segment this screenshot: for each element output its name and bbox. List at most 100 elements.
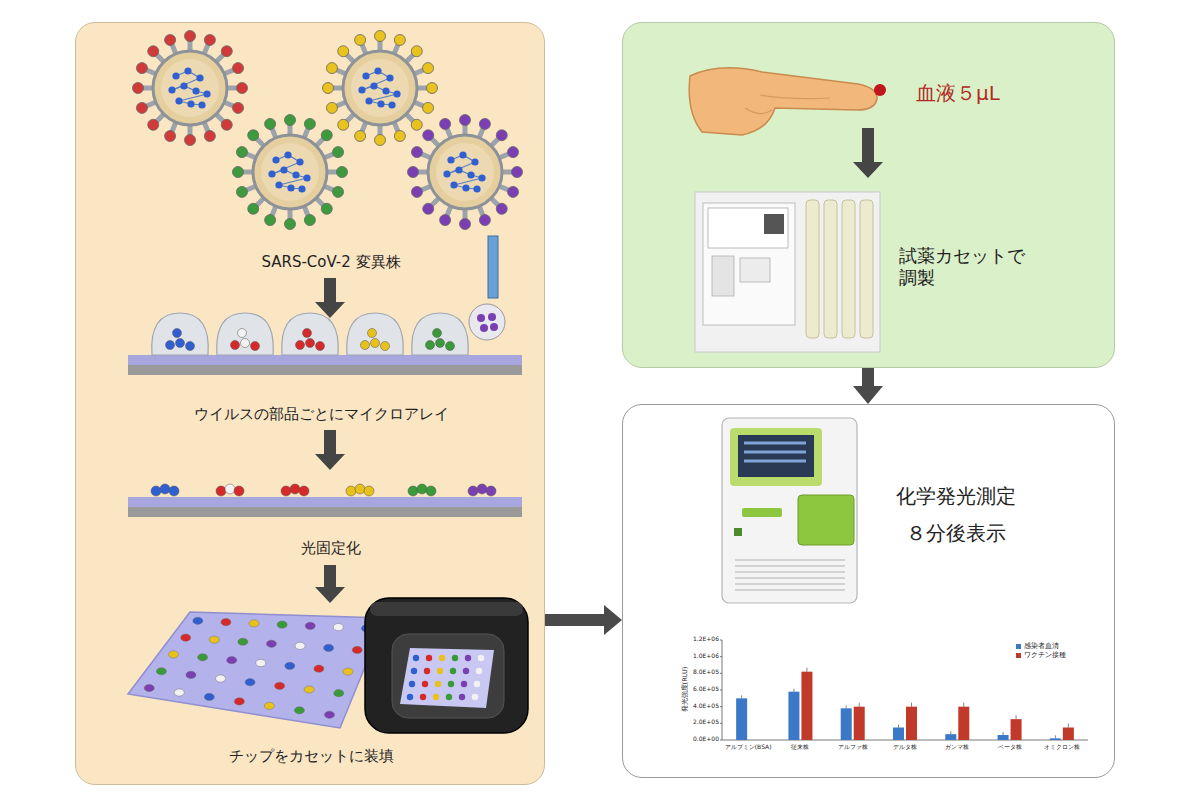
array-spot — [407, 694, 413, 700]
array-spot — [277, 621, 287, 628]
array-spot — [420, 694, 426, 700]
category-label: ガンマ株 — [931, 744, 983, 751]
array-spot — [227, 657, 237, 664]
spike-tip — [237, 83, 248, 94]
array-spot — [275, 682, 285, 689]
virus-core — [351, 59, 409, 117]
spike-stalk — [147, 70, 159, 75]
nucleocapsid — [298, 185, 305, 192]
array-spot — [234, 698, 244, 705]
virus-envelope — [343, 51, 417, 125]
chart-bar — [945, 734, 956, 740]
microarray-drop — [347, 313, 404, 355]
substrate-top — [128, 497, 522, 507]
array-spot — [343, 668, 353, 675]
array-chip — [128, 612, 385, 728]
spike-stalk — [378, 41, 383, 54]
protein-dot — [490, 323, 498, 331]
spike-tip — [496, 203, 507, 214]
nucleocapsid — [184, 67, 191, 74]
spike-tip — [148, 119, 159, 130]
spike-tip — [423, 63, 434, 74]
array-spot — [186, 671, 196, 678]
array-spot — [249, 620, 259, 627]
array-spot — [426, 655, 432, 661]
spike-tip — [265, 215, 276, 226]
step-caption: ウイルスの部品ごとにマイクロアレイ — [141, 405, 501, 423]
virus-particle — [323, 31, 438, 146]
array-spot — [439, 655, 445, 661]
finger-crease — [760, 95, 830, 99]
array-spot — [448, 681, 454, 687]
substrate-base — [128, 507, 522, 517]
spike-stalk — [411, 70, 423, 75]
spike-stalk — [157, 112, 166, 121]
category-label: アルブミン(BSA) — [722, 744, 774, 751]
cassette-sticker — [708, 208, 788, 248]
protein-dot — [176, 339, 185, 348]
reagent-tube — [824, 200, 837, 338]
spike-stalk — [418, 170, 431, 175]
spike-stalk — [303, 129, 308, 141]
spike-tip — [221, 46, 232, 57]
nucleocapsid — [196, 74, 203, 81]
step-arrow — [315, 278, 345, 318]
viral-rna — [447, 155, 482, 189]
spike-tip — [355, 34, 366, 45]
spike-stalk — [303, 203, 308, 215]
reagent-tube — [806, 200, 819, 338]
category-label: オミクロン株 — [1036, 744, 1088, 751]
y-tick — [720, 673, 722, 674]
fixed-protein — [426, 486, 436, 496]
error-bar — [846, 705, 847, 708]
chart-bar — [1050, 738, 1061, 740]
screen-row — [744, 460, 806, 463]
array-spot — [314, 665, 324, 672]
fixed-protein — [290, 484, 300, 494]
spike-tip — [323, 83, 334, 94]
spike-stalk — [214, 55, 223, 64]
nucleocapsid — [370, 82, 377, 89]
cassette-well — [740, 258, 770, 282]
spike-stalk — [496, 185, 508, 190]
nucleocapsid — [365, 97, 372, 104]
spike-tip — [321, 130, 332, 141]
category-label: アルファ株 — [827, 744, 879, 751]
spike-stalk — [172, 119, 177, 131]
array-spot — [435, 681, 441, 687]
spike-stalk — [463, 125, 468, 138]
spike-stalk — [362, 45, 367, 57]
sample-panel: 血液５μL試薬カセットで 調製 — [622, 22, 1115, 368]
chart-bar — [1063, 728, 1074, 741]
array-spot — [461, 681, 467, 687]
category-label: 従来株 — [774, 744, 826, 751]
spike-tip — [185, 31, 196, 42]
virus-core — [261, 143, 319, 201]
display-screen — [738, 435, 814, 477]
hand — [689, 68, 877, 135]
axis-tick: 2.0E+05 — [679, 719, 719, 726]
spike-tip — [221, 119, 232, 130]
spike-stalk — [221, 70, 233, 75]
nucleocapsid — [388, 101, 395, 108]
fixed-protein — [151, 486, 161, 496]
spike-stalk — [496, 154, 508, 159]
array-spot — [452, 655, 458, 661]
virus-core — [436, 143, 494, 201]
cassette-chip — [400, 648, 494, 708]
array-spot — [193, 617, 203, 624]
spike-stalk — [172, 45, 177, 57]
nucleocapsid — [447, 156, 454, 163]
array-spot — [437, 668, 443, 674]
spike-tip — [411, 119, 422, 130]
spike-tip — [423, 203, 434, 214]
spike-tip — [204, 34, 215, 45]
vent-slot — [735, 565, 845, 567]
array-spot — [266, 640, 276, 647]
error-bar — [741, 695, 742, 698]
process-panel: SARS-CoV-2 変異株ウイルスの部品ごとにマイクロアレイ光固定化チップをカ… — [75, 22, 545, 785]
array-spot — [422, 681, 428, 687]
nucleocapsid — [192, 87, 199, 94]
screen-row — [744, 451, 806, 454]
